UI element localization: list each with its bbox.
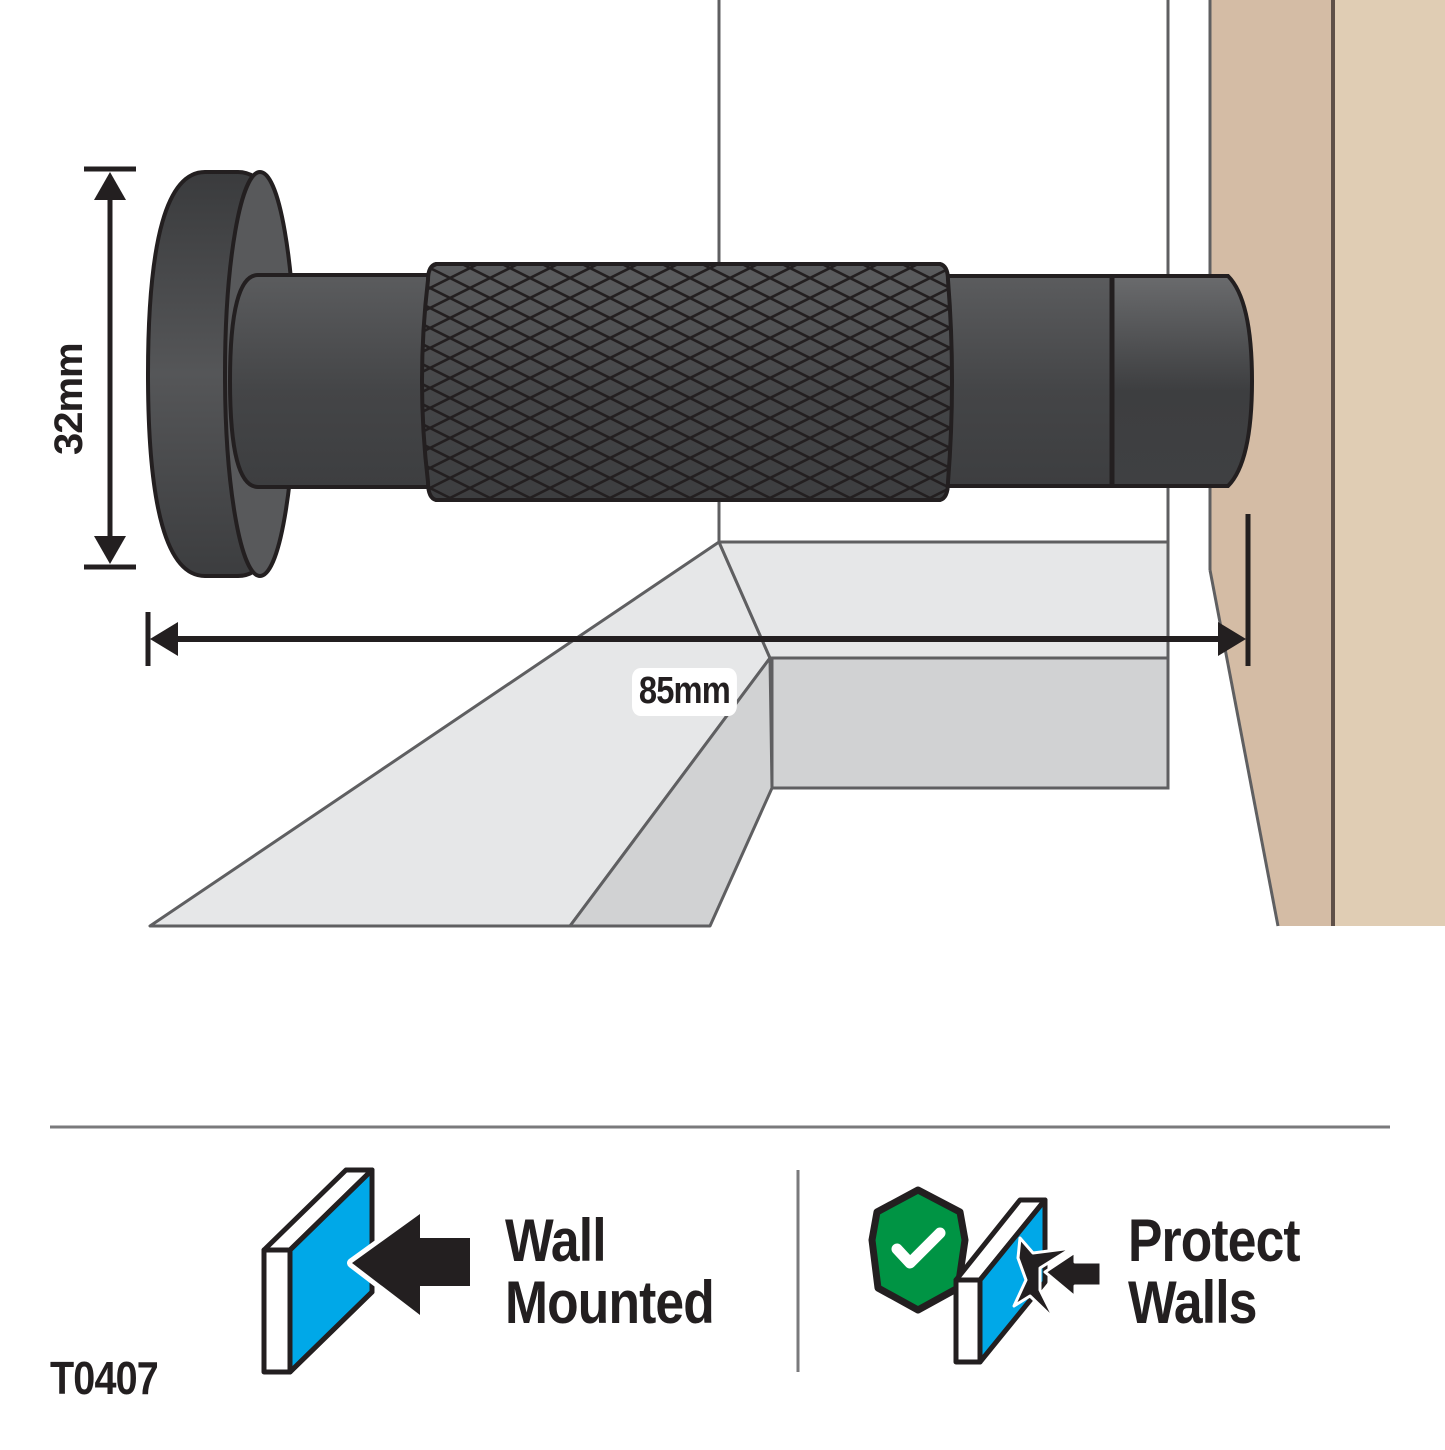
wall-mounted-icon: [261, 1167, 475, 1375]
dimension-height-label: 32mm: [47, 343, 91, 455]
door-stop-product: [145, 170, 1255, 578]
feature-wall-mounted-line1: Wall: [505, 1207, 607, 1274]
feature-protect-walls-label: Protect Walls: [1128, 1207, 1301, 1336]
feature-wall-mounted-line2: Mounted: [505, 1269, 715, 1336]
feature-wall-mounted-label: Wall Mounted: [505, 1207, 715, 1336]
protect-walls-icon: [868, 1186, 1103, 1365]
shield-check-icon: [868, 1186, 969, 1314]
product-code: T0407: [50, 1352, 159, 1404]
dimension-projection: [145, 514, 1251, 666]
dimension-height: [84, 166, 136, 570]
feature-protect-walls-line1: Protect: [1128, 1207, 1301, 1274]
dimension-projection-label: 85mm: [632, 668, 737, 716]
feature-protect-walls-line2: Walls: [1128, 1269, 1257, 1336]
knurled-grip: [420, 262, 954, 502]
